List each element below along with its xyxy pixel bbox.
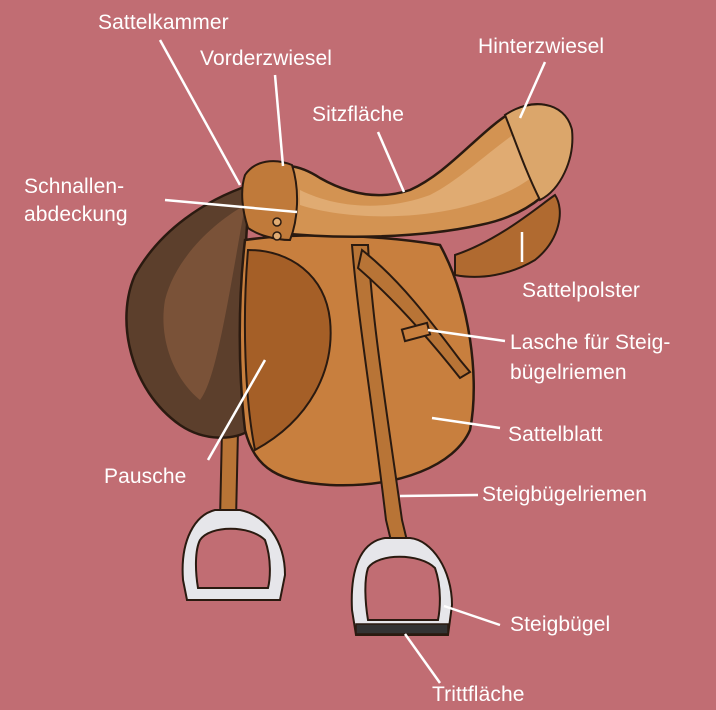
label-lasche-1: Lasche für Steig- [510, 330, 670, 356]
stirrup-tread [356, 624, 448, 634]
label-vorderzwiesel: Vorderzwiesel [200, 46, 332, 72]
label-pausche: Pausche [104, 464, 186, 490]
label-steigbuegelriemen: Steigbügelriemen [482, 482, 647, 508]
label-schnallenabdeckung-1: Schnallen- [24, 174, 124, 200]
label-schnallenabdeckung-2: abdeckung [24, 202, 128, 228]
label-sattelkammer: Sattelkammer [98, 10, 229, 36]
label-steigbuegel: Steigbügel [510, 612, 610, 638]
pommel [242, 161, 297, 240]
label-hinterzwiesel: Hinterzwiesel [478, 34, 604, 60]
right-stirrup [352, 538, 452, 635]
left-stirrup [183, 510, 285, 600]
label-lasche-2: bügelriemen [510, 360, 627, 386]
left-stirrup-leather [220, 430, 238, 520]
label-sitzflaeche: Sitzfläche [312, 102, 404, 128]
label-trittflaeche: Trittfläche [432, 682, 525, 708]
label-sattelpolster: Sattelpolster [522, 278, 640, 304]
label-sattelblatt: Sattelblatt [508, 422, 603, 448]
